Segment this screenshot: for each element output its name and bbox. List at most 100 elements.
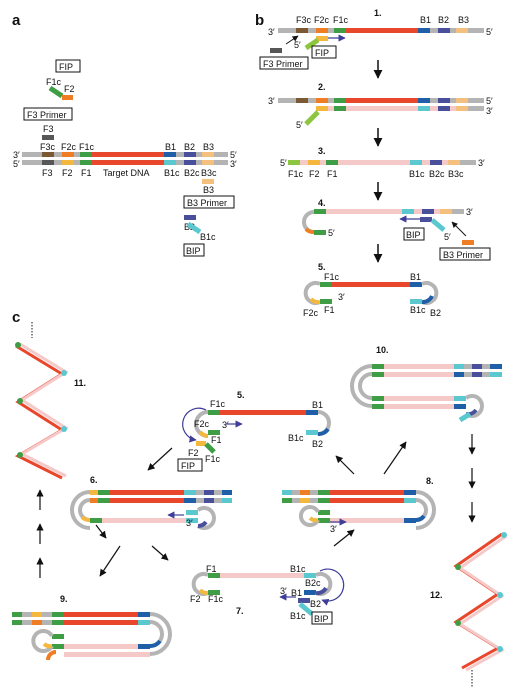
c5-fip-f2 <box>196 441 206 446</box>
fip-f2-segment <box>62 95 73 100</box>
c5-f1c: F1c <box>210 399 226 409</box>
c-step-7: 7. <box>236 606 244 616</box>
f3-primer-label: F3 Primer <box>27 110 67 120</box>
b5-dumbbell <box>303 281 439 305</box>
b1-fip-5: 5′ <box>294 40 301 50</box>
target-dna-label: Target DNA <box>103 168 150 178</box>
f1-label: F1 <box>81 168 92 178</box>
c8-structure <box>282 490 436 530</box>
f3c-label: F3c <box>40 142 56 152</box>
b3-f1: F1 <box>327 169 338 179</box>
c7-f1: F1 <box>206 564 217 574</box>
b2-5-flap: 5′ <box>296 120 303 130</box>
b4-b3-primer <box>462 240 474 245</box>
b1-f2c: F2c <box>314 15 330 25</box>
b-step-2: 2. <box>318 82 326 92</box>
c7-b1: B1 <box>291 588 302 598</box>
b3-b3c: B3c <box>448 169 464 179</box>
bip-box <box>183 243 205 257</box>
b-step-5: 5. <box>318 262 326 272</box>
f2c-label: F2c <box>61 142 77 152</box>
b3-primer-segment <box>202 179 214 184</box>
c7-bip-label: BIP <box>314 614 329 624</box>
b2-3-end: 3′ <box>268 96 275 106</box>
b4-loop-structure <box>302 209 464 235</box>
b4-b3-arrow <box>451 221 467 237</box>
b1-b3: B3 <box>458 15 469 25</box>
b1-f3-arrow <box>285 35 299 45</box>
b2-3-end-b: 3′ <box>486 106 493 116</box>
b3-primer-label: B3 Primer <box>187 198 227 208</box>
c-arrow-6-down <box>95 524 107 539</box>
b1-fip-f2 <box>316 36 328 41</box>
c-step-12: 12. <box>430 590 443 600</box>
c8-3-end: 3′ <box>330 524 337 534</box>
c7-b1c-bip: B1c <box>290 611 306 621</box>
b1-template-strand <box>278 28 484 33</box>
c7-bip-box <box>311 611 333 625</box>
c-step-10: 10. <box>376 345 389 355</box>
c-arrow-7-8 <box>333 529 355 547</box>
b1-f3-primer-label: F3 Primer <box>263 59 303 69</box>
b-step-4: 4. <box>318 198 326 208</box>
c-step-8: 8. <box>426 476 434 486</box>
bottom-strand-3-end: 3′ <box>230 159 237 169</box>
b4-bip-box <box>403 227 425 241</box>
f1c-label-top: F1c <box>79 142 95 152</box>
b-step-3: 3. <box>318 146 326 156</box>
bip-b1c-label: B1c <box>200 232 216 242</box>
bip-b2-segment <box>184 215 196 220</box>
b1-f3-primer-box <box>259 56 309 70</box>
b3-3-end: 3′ <box>478 158 485 168</box>
target-dna-top-strand <box>22 152 228 157</box>
b4-3-end: 3′ <box>466 207 473 217</box>
b5-b1c: B1c <box>410 305 426 315</box>
b5-3-end: 3′ <box>338 292 345 302</box>
c5-f2c: F2c <box>194 419 210 429</box>
b5-f1: F1 <box>324 305 335 315</box>
b1-b1: B1 <box>420 15 431 25</box>
fip-f1c-label: F1c <box>46 77 62 87</box>
b1-5-end: 5′ <box>486 27 493 37</box>
c5-b1: B1 <box>312 400 323 410</box>
b1-fip-box <box>311 45 337 59</box>
c7-dumbbell <box>191 572 333 596</box>
c-arrow-6-7 <box>151 545 169 561</box>
b1-3-end: 3′ <box>268 27 275 37</box>
b3-f1c: F1c <box>288 169 304 179</box>
c-step-6: 6. <box>90 475 98 485</box>
b1c-label: B1c <box>164 168 180 178</box>
f3-label-top: F3 <box>43 124 54 134</box>
b3-primer-box <box>183 195 235 209</box>
bip-label: BIP <box>186 246 201 256</box>
bottom-strand-5-end: 5′ <box>13 159 20 169</box>
b2-5-end: 5′ <box>486 96 493 106</box>
c-arrow-5-6 <box>147 447 173 471</box>
b5-f2c: F2c <box>303 308 319 318</box>
b1-fip-label: FIP <box>315 48 329 58</box>
panel-label-c: c <box>12 309 20 326</box>
panel-label-b: b <box>255 12 264 29</box>
c-arrow-6-9 <box>99 545 121 577</box>
c5-dumbbell <box>194 410 331 438</box>
c-step-9: 9. <box>60 594 68 604</box>
panel-c: 5. F2c F1c 3′ F1 F2 F1c FIP B1 B1c B2 <box>12 322 507 688</box>
b1-fip-f1c <box>304 37 320 51</box>
c-step-5: 5. <box>237 390 245 400</box>
c-arrow-8-10 <box>383 441 407 475</box>
bip-b1c-segment <box>186 221 202 235</box>
fip-label: FIP <box>59 62 73 72</box>
c11-concatemer <box>14 322 69 480</box>
c5-f1c-fip: F1c <box>205 454 221 464</box>
c5-b1c: B1c <box>288 433 304 443</box>
b4-5-end: 5′ <box>328 228 335 238</box>
fip-box <box>55 59 81 73</box>
c7-bip-b2 <box>298 598 310 603</box>
c6-3-end: 3′ <box>186 518 193 528</box>
b3-f2: F2 <box>309 169 320 179</box>
f3-primer-segment <box>42 135 54 140</box>
top-strand-5-end: 5′ <box>230 150 237 160</box>
c-arrow-8-5 <box>335 455 355 475</box>
b4-b3-primer-label: B3 Primer <box>443 250 483 260</box>
